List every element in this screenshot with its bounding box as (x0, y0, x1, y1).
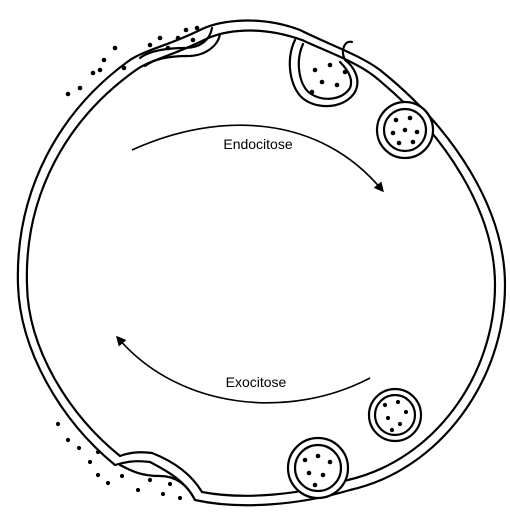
exocytosis-label: Exocitose (226, 374, 287, 390)
endocytosis-label: Endocitose (223, 136, 292, 152)
endocytic-vesicle (377, 102, 433, 158)
endocytosis-arrow (132, 125, 382, 190)
exocytic-vesicle-lower (288, 438, 348, 498)
particles-top-left (66, 26, 200, 97)
cell-membrane-inner (27, 31, 495, 496)
exocytic-vesicle-upper (369, 389, 421, 441)
exocytosis-arrow (118, 338, 370, 403)
particles-bottom-left (56, 422, 182, 500)
pocket-particles (310, 63, 348, 95)
